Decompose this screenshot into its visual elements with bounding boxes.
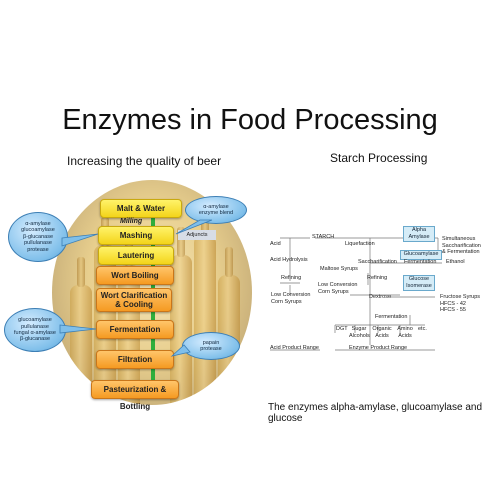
bottle-image [70, 257, 92, 405]
stage-milling: Milling [120, 218, 143, 225]
text-line: Corn Syrups [318, 288, 349, 295]
pointer-to-fermentation [59, 324, 97, 334]
enzyme-label: β-glucanase [19, 336, 51, 343]
fermentation-enzymes-bubble: glucoamylase pullulanase fungal α-amylas… [4, 308, 66, 352]
product-dgt: DGT [336, 326, 348, 332]
text-line: Corn Syrups [271, 298, 302, 305]
starch-subtitle: Starch Processing [330, 151, 428, 165]
starch-label: STARCH [312, 234, 335, 240]
simultaneous-label: Simultaneous Saccharification & Fermenta… [442, 236, 481, 256]
adjuncts-label: Adjuncts [178, 230, 216, 240]
starch-flow-lines [270, 237, 442, 351]
low-conversion-mid-label: Low Conversion Corn Syrups [318, 282, 357, 295]
text-line: & Fermentation [442, 249, 480, 255]
box-text: Amylase [408, 233, 430, 240]
enzyme-label: glucoamylase [21, 227, 55, 234]
enzyme-blend-bubble: α-amylase enzyme blend [185, 196, 247, 224]
maltose-syrups-label: Maltose Syrups [320, 266, 358, 272]
caption: The enzymes alpha-amylase, glucoamylase … [268, 402, 482, 424]
acid-label: Acid [270, 241, 281, 247]
mashing-enzymes-bubble: α-amylase glucoamylase β-glucanase pullu… [8, 212, 68, 262]
low-conversion-left-label: Low Conversion Corn Syrups [271, 292, 310, 305]
enzyme-label: pullulanase [24, 240, 52, 247]
refining-left-label: Refining [281, 275, 302, 281]
text-line: Low Conversion [271, 292, 311, 298]
fermentation-top-label: Fermentation [404, 259, 437, 265]
box-text: Isomerase [406, 282, 432, 289]
enzyme-label: pullulanase [21, 323, 49, 330]
enzyme-label: protease [27, 246, 49, 253]
acid-product-range-label: Acid Product Range [270, 345, 319, 351]
product-organic-acids: Organic Acids [372, 326, 392, 339]
text-line: HFCS - 55 [440, 307, 466, 313]
stage-wort-clarification: Wort Clarification & Cooling [96, 288, 172, 312]
fermentation-bottom-label: Fermentation [375, 314, 408, 320]
product-amino-acids: Amino Acids [397, 326, 413, 339]
text-line: Low Conversion [318, 282, 358, 288]
enzyme-label: α-amylase [25, 220, 51, 227]
glucose-isomerase-box: Glucose Isomerase [403, 275, 435, 291]
alpha-amylase-box: Alpha Amylase [403, 226, 435, 242]
enzyme-product-range-label: Enzyme Product Range [349, 345, 408, 351]
dextrose-label: Dextrose [369, 294, 392, 300]
ethanol-label: Ethanol [446, 259, 465, 265]
enzyme-label: enzyme blend [198, 210, 234, 216]
bottle-image [170, 227, 192, 405]
text-line: Fructose Syrups [440, 294, 481, 300]
stage-pasteurization-bottling: Pasteurization & Bottling [91, 380, 179, 411]
stage-fermentation: Fermentation [96, 320, 174, 339]
beer-subtitle: Increasing the quality of beer [67, 154, 222, 168]
stage-wort-boiling: Wort Boiling [96, 266, 174, 285]
text-line: Saccharification [442, 242, 481, 249]
papain-bubble: papain protease [182, 332, 240, 360]
stage-lautering: Lautering [98, 246, 174, 265]
glucoamylase-box: Glucoamylase [400, 250, 442, 260]
enzyme-label: protease [200, 346, 222, 352]
stage-malt-water: Malt & Water [100, 199, 182, 218]
pointer-to-filtration [170, 344, 191, 357]
acid-hydrolysis-label: Acid Hydrolysis [270, 257, 308, 263]
stage-mashing: Mashing [98, 226, 174, 245]
enzyme-label: α-amylase [203, 203, 229, 210]
refining-mid-label: Refining [367, 275, 388, 281]
enzyme-label: glucoamylase [18, 317, 52, 324]
enzyme-label: fungal α-amylase [13, 330, 56, 336]
box-text: Glucose [408, 276, 430, 282]
stage-filtration: Filtration [96, 350, 174, 369]
fructose-syrups-label: Fructose Syrups HFCS - 42 HFCS - 55 [440, 294, 480, 314]
pointer-to-adjuncts [175, 219, 213, 235]
box-text: Alpha [411, 227, 427, 233]
product-etc: etc. [418, 326, 427, 332]
enzyme-label: β-glucanase [22, 233, 54, 240]
page-title: Enzymes in Food Processing [62, 104, 438, 136]
saccharification-label: Saccharification [358, 259, 397, 265]
product-sugar-alcohols: Sugar Alcohols [349, 326, 370, 339]
text-line: Simultaneous [442, 236, 476, 242]
text-line: HFCS - 42 [440, 300, 466, 307]
liquefaction-label: Liquefaction [345, 241, 375, 247]
enzyme-label: papain [202, 339, 220, 346]
pointer-to-mashing [61, 233, 99, 247]
